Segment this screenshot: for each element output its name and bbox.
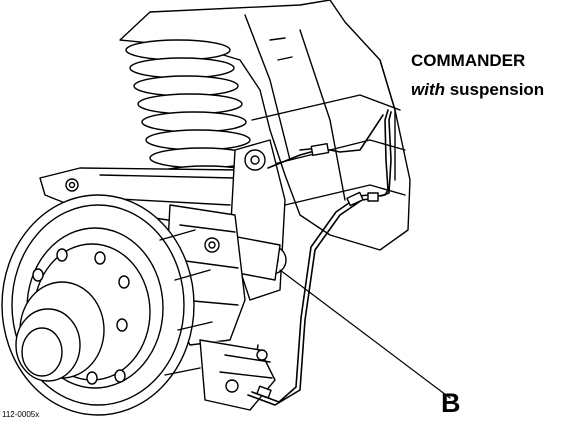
model-title: COMMANDER with suspension	[411, 46, 544, 104]
model-variant: with suspension	[411, 75, 544, 104]
line-fittings	[256, 142, 379, 399]
coil-spring	[125, 39, 261, 205]
callout-label-b: B	[441, 388, 461, 418]
frame-housing	[119, 0, 411, 251]
upper-bracket	[39, 167, 276, 226]
figure-code: 112-0005x	[2, 410, 40, 419]
model-name: COMMANDER	[411, 51, 526, 70]
callout-leader-line	[279, 269, 451, 399]
lower-bracket	[199, 339, 276, 411]
hub-spindle	[15, 281, 105, 382]
model-variant-italic: with	[411, 80, 445, 99]
model-variant-rest: suspension	[445, 80, 545, 99]
